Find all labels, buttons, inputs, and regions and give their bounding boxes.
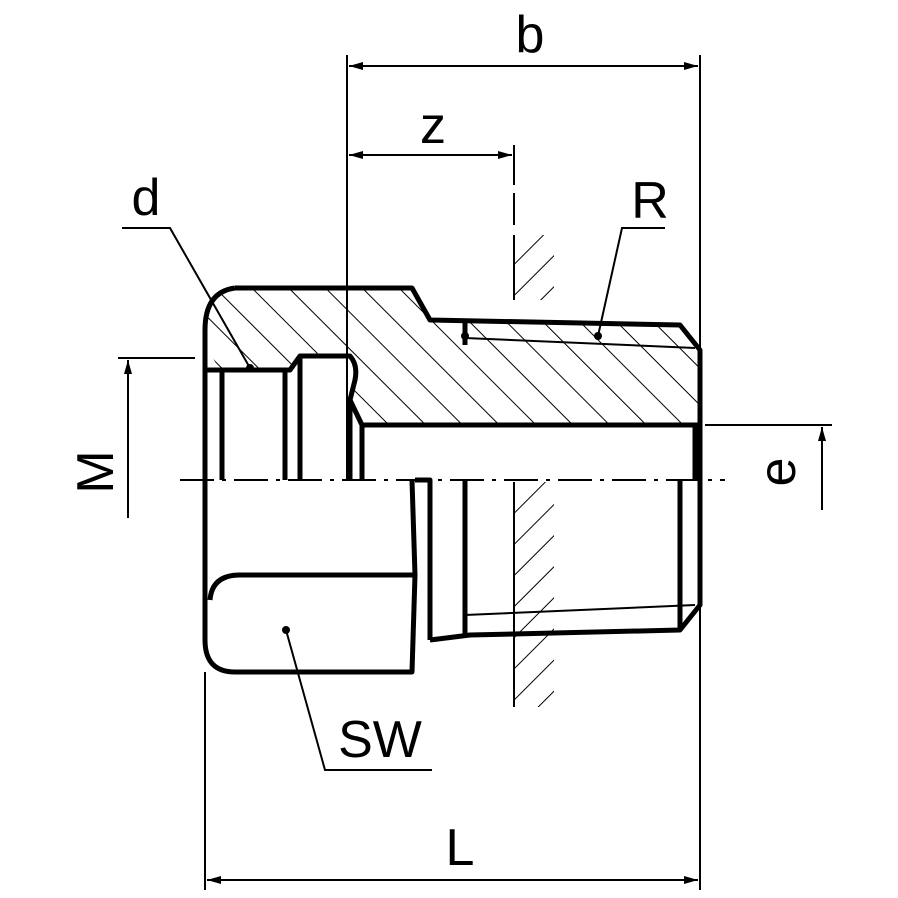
label-d: d [132,169,161,227]
label-M: M [67,450,125,493]
wall-section [513,145,554,707]
label-SW: SW [338,711,422,769]
label-R: R [631,172,669,230]
label-z: z [420,97,446,155]
label-b: b [516,6,545,64]
label-e: e [749,458,807,487]
section-hatch [205,288,700,425]
fitting-body [180,285,725,675]
dimensions [118,55,832,890]
label-L: L [446,819,475,877]
